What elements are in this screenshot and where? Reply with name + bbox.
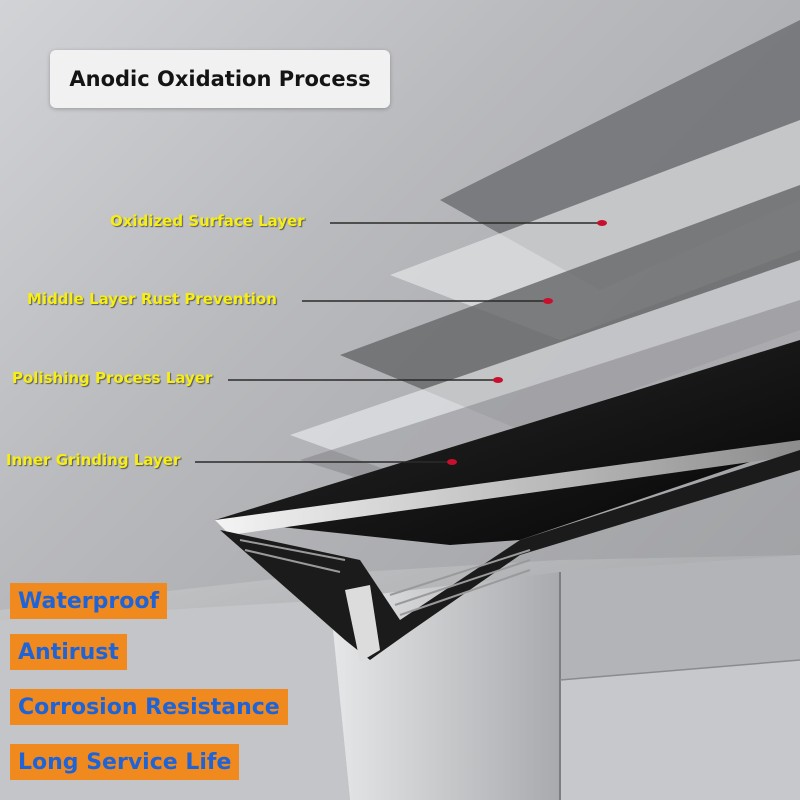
page-title: Anodic Oxidation Process bbox=[50, 50, 390, 108]
leader-lines bbox=[195, 220, 607, 465]
marker-dot-4 bbox=[447, 459, 457, 465]
feature-badge-waterproof: Waterproof bbox=[10, 583, 168, 619]
t-profile bbox=[215, 340, 800, 662]
feature-badge-long-service-life: Long Service Life bbox=[10, 744, 240, 780]
feature-badge-corrosion-resistance: Corrosion Resistance bbox=[10, 689, 288, 725]
layer-label-middle-rust-prevention: Middle Layer Rust Prevention bbox=[27, 290, 277, 308]
marker-dot-2 bbox=[543, 298, 553, 304]
feature-badge-antirust: Antirust bbox=[10, 634, 127, 670]
layer-label-polishing-process: Polishing Process Layer bbox=[12, 369, 213, 387]
marker-dot-1 bbox=[597, 220, 607, 226]
marker-dot-3 bbox=[493, 377, 503, 383]
layer-label-inner-grinding: Inner Grinding Layer bbox=[6, 451, 181, 469]
layer-label-oxidized-surface: Oxidized Surface Layer bbox=[110, 212, 305, 230]
